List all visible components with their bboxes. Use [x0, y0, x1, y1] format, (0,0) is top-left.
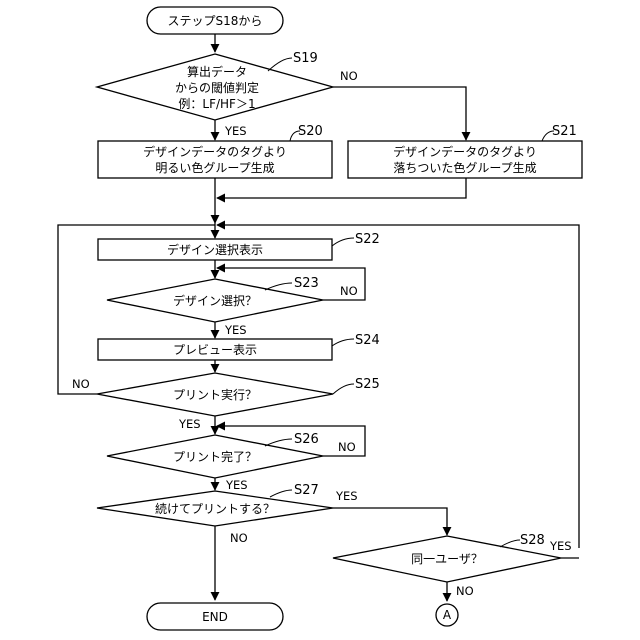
end-label: END	[202, 610, 228, 624]
s21-line-1: デザインデータのタグより	[393, 144, 537, 159]
edge-label-s27-no: NO	[230, 531, 248, 545]
edge-label-s25-yes: YES	[178, 417, 201, 431]
connector-a: A	[436, 604, 458, 626]
process-s22: デザイン選択表示 S22	[98, 232, 380, 260]
decision-s25: プリント実行？ S25	[97, 373, 380, 416]
s19-line-3: 例：LF/HF＞1	[178, 97, 255, 111]
edge-label-s26-no: NO	[338, 440, 356, 454]
edge-label-s26-yes: YES	[225, 478, 248, 492]
s25-label: プリント実行？	[173, 387, 257, 402]
s24-label: プレビュー表示	[173, 343, 257, 357]
decision-s28: 同一ユーザ？ S28	[333, 533, 561, 582]
s20-line-2: 明るい色グループ生成	[155, 161, 274, 175]
end-terminal: END	[147, 603, 283, 630]
step-label-s25: S25	[355, 377, 380, 392]
process-s21: デザインデータのタグより 落ちついた色グループ生成 S21	[348, 124, 582, 178]
start-label: ステップS18から	[168, 14, 263, 28]
s19-line-2: からの閾値判定	[175, 80, 259, 95]
process-s24: プレビュー表示 S24	[98, 333, 380, 360]
step-label-s24: S24	[355, 333, 380, 348]
s28-label: 同一ユーザ？	[411, 552, 483, 566]
step-label-s26: S26	[294, 432, 319, 447]
s26-label: プリント完了？	[173, 449, 257, 464]
step-label-s19: S19	[293, 51, 318, 66]
edge-label-s28-no: NO	[456, 584, 474, 598]
edge-label-s28-yes: YES	[549, 539, 572, 553]
s20-line-1: デザインデータのタグより	[143, 144, 287, 159]
step-label-s21: S21	[552, 124, 577, 139]
step-label-s23: S23	[294, 276, 319, 291]
edge-label-s25-no: NO	[72, 377, 90, 391]
step-label-s27: S27	[294, 483, 319, 498]
edge-label-s19-yes: YES	[224, 124, 247, 138]
flow-lines	[58, 34, 579, 601]
decision-s26: プリント完了？ S26	[107, 432, 323, 478]
edge-label-s23-no: NO	[340, 284, 358, 298]
s19-line-1: 算出データ	[187, 64, 247, 79]
step-label-s28: S28	[520, 533, 545, 548]
edge-label-s19-no: NO	[340, 69, 358, 83]
step-label-s22: S22	[355, 232, 380, 247]
step-label-s20: S20	[298, 124, 323, 139]
decision-s23: デザイン選択？ S23	[107, 276, 323, 322]
s21-line-2: 落ちついた色グループ生成	[393, 161, 536, 175]
start-terminal: ステップS18から	[147, 7, 283, 34]
s27-label: 続けてプリントする？	[155, 502, 275, 516]
edge-label-s27-yes: YES	[335, 489, 358, 503]
edge-label-s23-yes: YES	[224, 323, 247, 337]
connector-a-label: A	[443, 608, 452, 622]
decision-s19: 算出データ からの閾値判定 例：LF/HF＞1 S19	[97, 51, 333, 120]
s23-label: デザイン選択？	[173, 293, 257, 308]
s22-label: デザイン選択表示	[167, 242, 263, 257]
